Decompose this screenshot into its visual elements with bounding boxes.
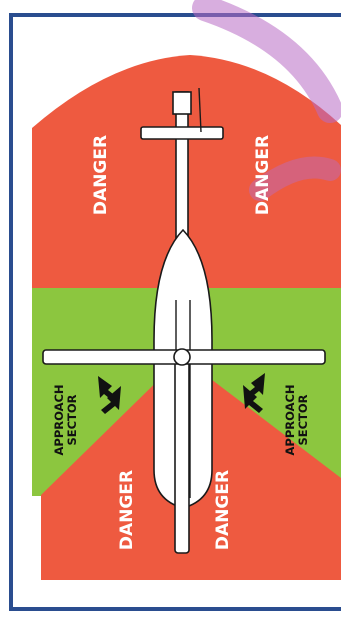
approach-label-right-line2: SECTOR — [296, 394, 310, 445]
danger-label-tail-left: DANGER — [91, 135, 111, 215]
diagram-frame — [9, 13, 341, 611]
approach-arrow-icon — [243, 373, 265, 413]
danger-label-tail-right: DANGER — [253, 135, 273, 215]
approach-arrow-icon — [98, 376, 121, 414]
approach-label-right-line1: APPROACH — [283, 384, 297, 455]
approach-label-left-line2: SECTOR — [65, 394, 79, 445]
watermark-swash — [192, 0, 341, 123]
watermark-swash-lower — [249, 156, 341, 201]
danger-label-nose-left: DANGER — [117, 470, 137, 550]
helicopter-icon — [42, 87, 326, 554]
approach-label-left-line1: APPROACH — [52, 384, 66, 455]
danger-label-nose-right: DANGER — [213, 470, 233, 550]
